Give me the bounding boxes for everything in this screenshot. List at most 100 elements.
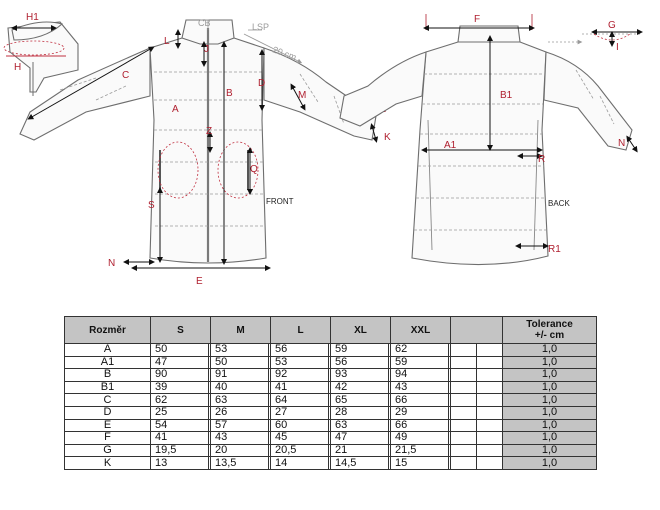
label-h: H	[14, 62, 21, 73]
size-m-cell: 13,5	[210, 456, 269, 470]
label-z: Z	[206, 126, 212, 137]
tolerance-cell: 1,0	[502, 418, 597, 433]
extra-cell	[450, 355, 477, 370]
label-lsp: LSP	[252, 22, 269, 32]
size-l-cell: 27	[270, 405, 329, 420]
extra-cell	[476, 393, 503, 407]
label-cb: CB	[198, 18, 211, 28]
size-m-cell: 91	[210, 368, 269, 382]
size-xl-cell: 21	[330, 443, 389, 458]
size-xxl-cell: 15	[390, 456, 449, 470]
header-size-s: S	[150, 316, 211, 344]
extra-cell	[450, 343, 477, 357]
extra-cell	[476, 405, 503, 420]
size-xl-cell: 47	[330, 431, 389, 445]
size-s-cell: 62	[150, 393, 209, 407]
size-s-cell: 50	[150, 343, 209, 357]
extra-cell	[450, 393, 477, 407]
header-size-m: M	[210, 316, 271, 344]
extra-cell	[476, 443, 503, 458]
front-view: CB LSP 20 cm L J C A B D M Z Q S N E K1 …	[19, 18, 391, 287]
tolerance-cell: 1,0	[502, 456, 597, 470]
dim-c	[27, 46, 155, 120]
front-caption: FRONT	[266, 197, 294, 206]
label-b: B	[226, 88, 233, 99]
size-xl-cell: 14,5	[330, 456, 389, 470]
header-size-xl: XL	[330, 316, 391, 344]
extra-cell	[476, 343, 503, 357]
label-i: I	[616, 42, 619, 53]
extra-cell	[476, 355, 503, 370]
label-q: Q	[250, 164, 258, 175]
back-caption: BACK	[548, 199, 570, 208]
extra-cell	[450, 380, 477, 395]
header-tolerance: Tolerance +/- cm	[502, 316, 597, 344]
size-s-cell: 39	[150, 380, 209, 395]
size-xxl-cell: 94	[390, 368, 449, 382]
dim-k	[369, 123, 379, 143]
size-s-cell: 54	[150, 418, 209, 433]
size-xl-cell: 28	[330, 405, 389, 420]
size-l-cell: 60	[270, 418, 329, 433]
label-m: M	[298, 90, 306, 101]
table-header-row: Rozměr S M L XL XXL Tolerance +/- cm	[64, 316, 597, 344]
size-xxl-cell: 66	[390, 393, 449, 407]
tolerance-cell: 1,0	[502, 380, 597, 395]
size-l-cell: 20,5	[270, 443, 329, 458]
label-j: J	[204, 44, 209, 55]
label-l: L	[164, 36, 170, 47]
size-xxl-cell: 59	[390, 355, 449, 370]
extra-cell	[476, 431, 503, 445]
extra-cell	[476, 380, 503, 395]
label-e: E	[196, 276, 203, 287]
size-xl-cell: 56	[330, 355, 389, 370]
size-l-cell: 14	[270, 456, 329, 470]
label-a1: A1	[444, 140, 457, 151]
label-r1: R1	[548, 244, 561, 255]
size-xl-cell: 63	[330, 418, 389, 433]
dimension-label-cell: A	[64, 343, 151, 357]
header-rozmer: Rozměr	[64, 316, 151, 344]
size-m-cell: 40	[210, 380, 269, 395]
label-h1: H1	[26, 12, 39, 23]
dimension-label-cell: C	[64, 393, 151, 407]
extra-cell	[450, 405, 477, 420]
label-n: N	[108, 258, 115, 269]
dimension-label-cell: G	[64, 443, 151, 458]
extra-cell	[450, 418, 477, 433]
dimension-label-cell: B1	[64, 380, 151, 395]
size-xxl-cell: 49	[390, 431, 449, 445]
size-xxl-cell: 66	[390, 418, 449, 433]
size-s-cell: 19,5	[150, 443, 209, 458]
size-m-cell: 53	[210, 343, 269, 357]
size-xl-cell: 65	[330, 393, 389, 407]
tolerance-cell: 1,0	[502, 393, 597, 407]
label-c: C	[122, 70, 129, 81]
size-xl-cell: 93	[330, 368, 389, 382]
header-empty	[450, 316, 503, 344]
dimension-label-cell: B	[64, 368, 151, 382]
label-f: F	[474, 14, 480, 25]
tolerance-cell: 1,0	[502, 343, 597, 357]
size-s-cell: 47	[150, 355, 209, 370]
label-a: A	[172, 104, 179, 115]
back-view: F B1 A1 R R1 N BACK	[339, 14, 638, 266]
size-xl-cell: 42	[330, 380, 389, 395]
label-n-back: N	[618, 138, 625, 149]
label-r: R	[538, 154, 545, 165]
label-d: D	[258, 78, 265, 89]
size-m-cell: 20	[210, 443, 269, 458]
dim-n-back	[626, 135, 638, 153]
back-quilting	[414, 69, 615, 231]
collar-detail: H1 H	[3, 12, 79, 96]
jacket-measurement-diagram: H1 H	[3, 12, 643, 287]
tolerance-cell: 1,0	[502, 443, 597, 458]
label-b1: B1	[500, 90, 513, 101]
extra-cell	[450, 456, 477, 470]
